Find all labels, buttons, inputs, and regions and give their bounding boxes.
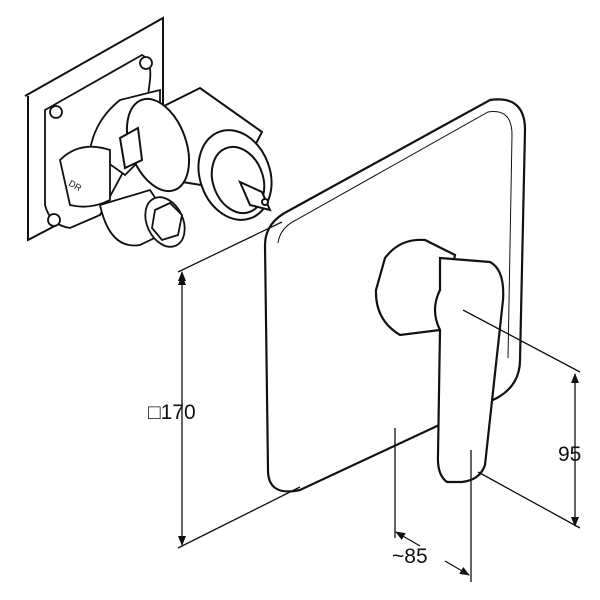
dimension-label-projection: ~85 (392, 545, 428, 568)
dimension-lever-height (462, 309, 581, 529)
dimension-projection (394, 428, 472, 582)
dimension-panel-size (177, 221, 301, 549)
cartridge (118, 86, 273, 221)
valve-body: DR (44, 53, 186, 248)
lever-handle (374, 238, 505, 484)
dimension-label-lever-height: 95 (558, 443, 581, 466)
dimension-label-panel-size: □170 (148, 401, 196, 424)
